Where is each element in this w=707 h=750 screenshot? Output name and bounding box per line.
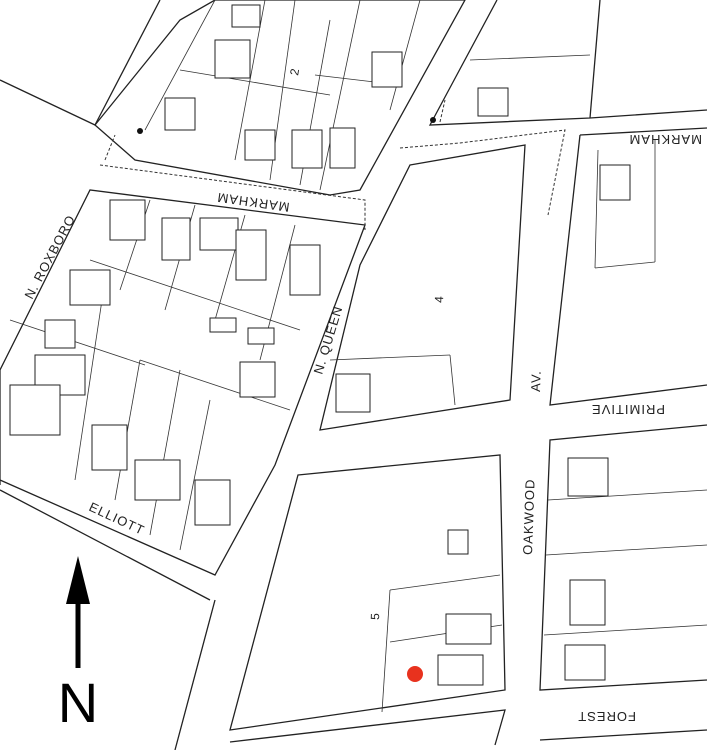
location-marker-icon [407, 666, 423, 682]
north-arrow-icon [66, 556, 90, 604]
buildings [9, 4, 631, 686]
block-number-5: 5 [368, 613, 382, 620]
hydrants [137, 117, 436, 134]
street-label-queen: N. QUEEN [311, 304, 346, 376]
north-arrow: N [58, 556, 98, 734]
street-label-forest: FOREST [577, 709, 636, 724]
north-label: N [58, 671, 98, 734]
hydrant-icon [137, 128, 143, 134]
block-number-4: 4 [432, 296, 446, 303]
street-label-markham-east: MARKHAM [629, 132, 702, 147]
block-number-2: 2 [287, 67, 302, 76]
street-label-primitive: PRIMITIVE [591, 402, 665, 417]
street-label-av: AV. [528, 370, 544, 392]
street-label-oakwood: OAKWOOD [520, 478, 538, 555]
dashed-lines [99, 99, 566, 230]
block-numbers: 2 4 5 [287, 67, 446, 620]
hydrant-icon [430, 117, 436, 123]
